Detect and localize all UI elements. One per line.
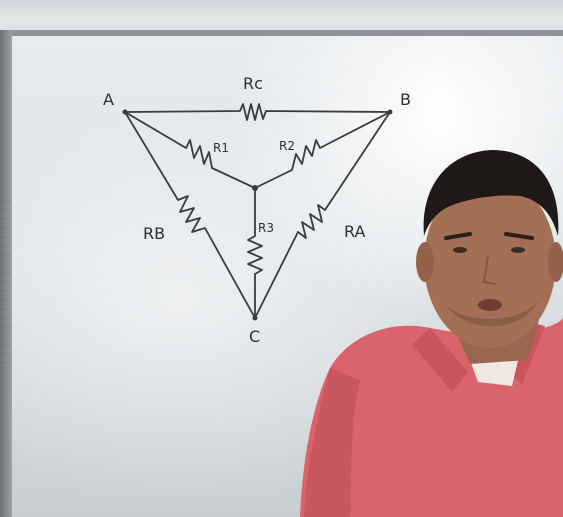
node-a-label: A xyxy=(103,90,114,109)
light-glare xyxy=(408,58,468,148)
whiteboard-top-rail xyxy=(10,30,563,36)
edge-b-c-wire xyxy=(254,111,391,319)
left-wall-edge xyxy=(0,30,12,517)
resistor-r2-label: R2 xyxy=(279,139,295,153)
node-b-dot xyxy=(387,109,393,115)
node-c-dot xyxy=(252,315,258,321)
resistor-rc-label: Rc xyxy=(243,74,263,93)
resistor-rb-label: RB xyxy=(143,224,166,243)
resistor-ra-label: RA xyxy=(344,222,366,241)
wye-arm-r1-wire xyxy=(124,111,256,189)
wye-arm-r3-wire xyxy=(247,187,263,319)
center-node-dot xyxy=(252,185,258,191)
node-c-label: C xyxy=(249,327,261,346)
edge-a-c-wire xyxy=(124,111,256,319)
edge-a-b-wire xyxy=(124,103,391,121)
resistor-r3-label: R3 xyxy=(258,221,274,235)
resistor-r1-label: R1 xyxy=(213,141,229,155)
wall-above-board xyxy=(0,0,563,34)
node-b-label: B xyxy=(400,90,411,109)
node-a-dot xyxy=(122,109,128,115)
wye-arm-r2-wire xyxy=(254,111,391,189)
left-edge-notes xyxy=(0,200,10,370)
